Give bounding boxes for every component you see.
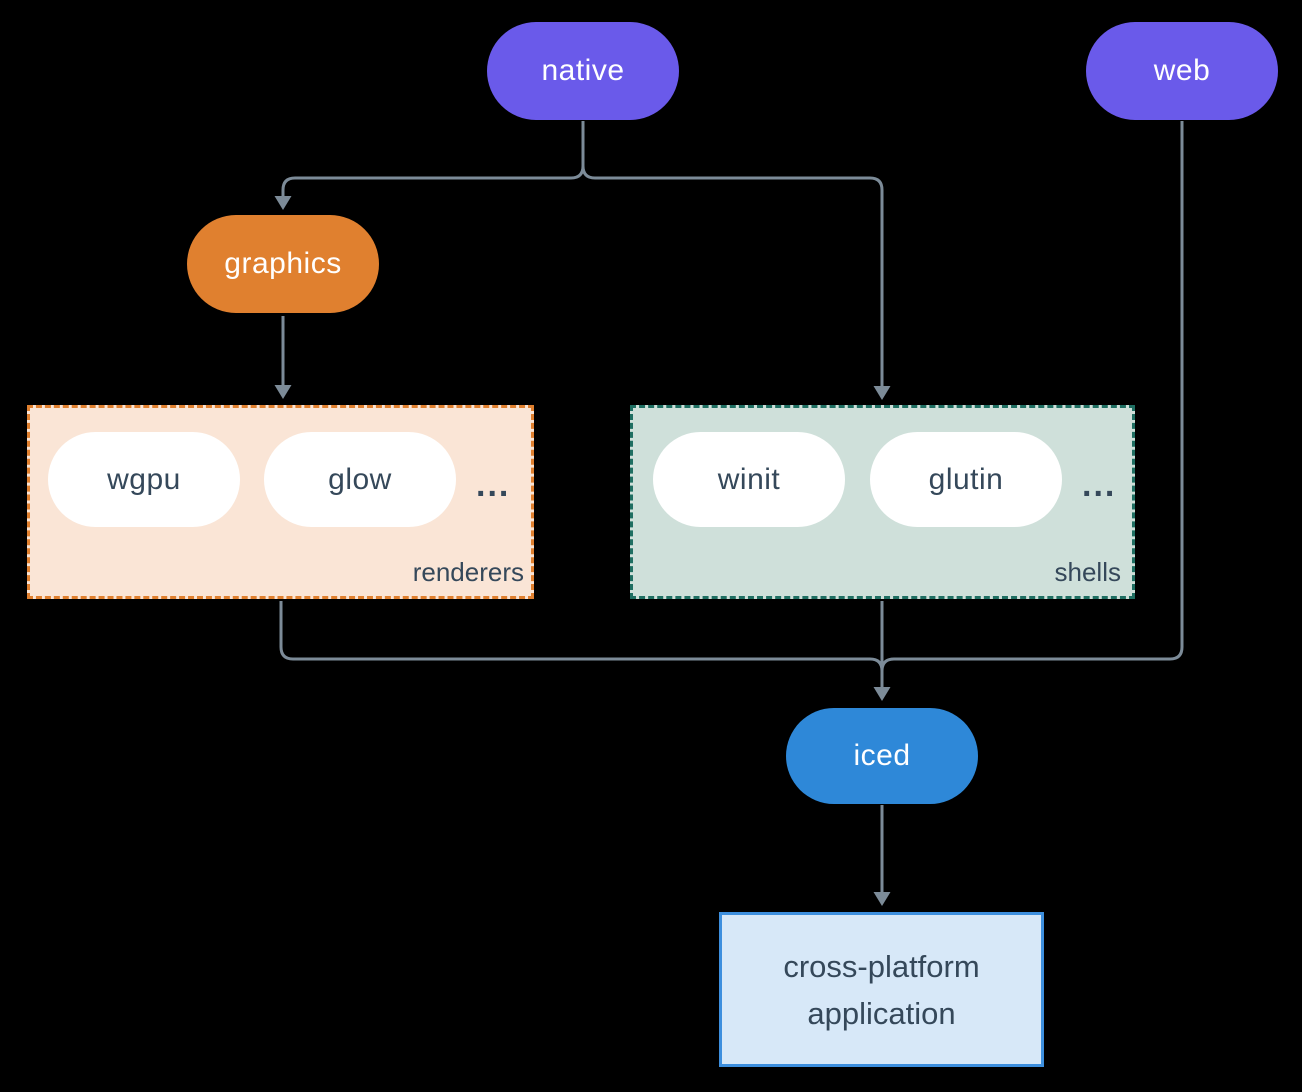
node-cross-platform-application: cross-platform application xyxy=(719,912,1044,1067)
node-winit-label: winit xyxy=(717,462,781,496)
shells-ellipsis: ... xyxy=(1082,466,1117,504)
node-iced: iced xyxy=(786,708,978,804)
shells-group-label: shells xyxy=(1054,557,1121,587)
node-wgpu-label: wgpu xyxy=(107,462,181,496)
arrowhead-into-shells xyxy=(873,386,891,400)
node-native-label: native xyxy=(541,54,625,87)
edge-renderers-to-iced xyxy=(279,601,884,672)
edge-native-to-shells xyxy=(581,121,884,388)
arrowhead-into-graphics xyxy=(274,196,292,210)
node-glutin: glutin xyxy=(870,432,1062,527)
node-graphics-label: graphics xyxy=(224,247,342,280)
renderers-ellipsis: ... xyxy=(476,466,511,504)
node-iced-label: iced xyxy=(853,739,911,772)
node-web: web xyxy=(1086,22,1278,120)
node-glow: glow xyxy=(264,432,456,527)
arrowhead-into-renderers xyxy=(274,385,292,399)
node-web-label: web xyxy=(1153,54,1211,87)
node-wgpu: wgpu xyxy=(48,432,240,527)
application-label-line2: application xyxy=(807,995,956,1031)
node-native: native xyxy=(487,22,679,120)
node-glow-label: glow xyxy=(328,462,392,496)
application-label-line1: cross-platform xyxy=(783,948,980,984)
node-glutin-label: glutin xyxy=(928,462,1004,496)
arrowhead-into-application xyxy=(873,892,891,906)
arrowhead-into-iced xyxy=(873,687,891,701)
renderers-group-label: renderers xyxy=(412,557,524,587)
node-graphics: graphics xyxy=(187,215,379,313)
node-winit: winit xyxy=(653,432,845,527)
edge-native-to-graphics xyxy=(281,121,585,198)
